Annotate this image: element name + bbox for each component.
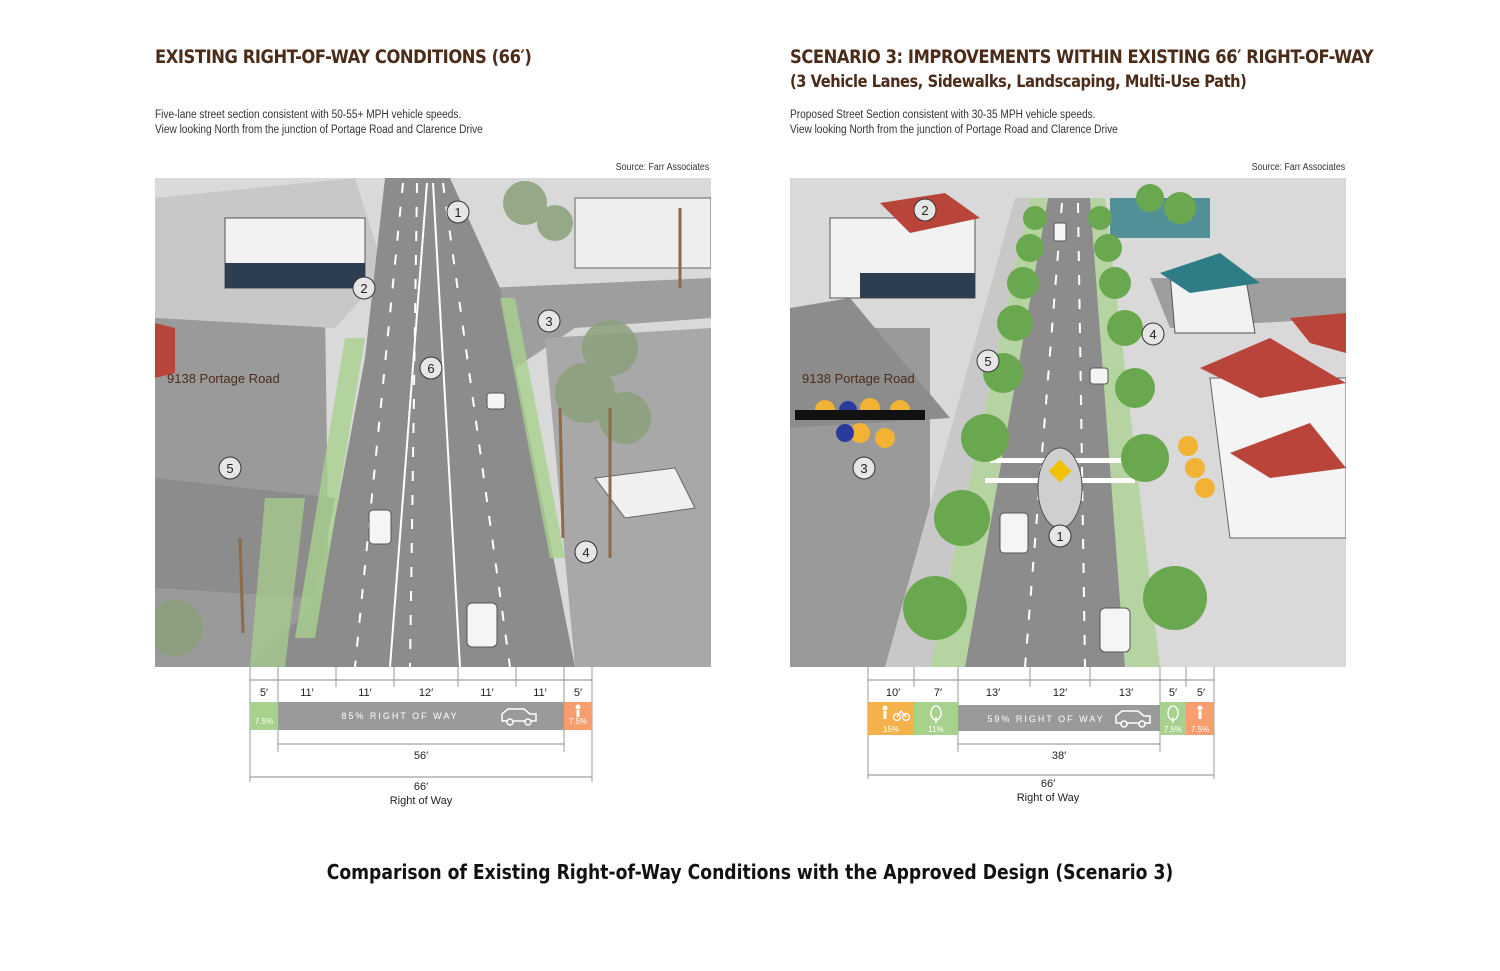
right-address-label: 9138 Portage Road xyxy=(802,371,915,386)
marker-3: 3 xyxy=(852,456,876,480)
width-label: 12′ xyxy=(1053,687,1067,699)
width-label: 5′ xyxy=(1169,687,1177,699)
width-label: 13′ xyxy=(986,687,1000,699)
svg-text:3: 3 xyxy=(860,461,867,476)
svg-text:3: 3 xyxy=(545,314,552,329)
marker-5: 5 xyxy=(976,349,1000,373)
right-title: SCENARIO 3: IMPROVEMENTS WITHIN EXISTING… xyxy=(790,46,1374,68)
right-description: Proposed Street Section consistent with … xyxy=(790,108,1118,138)
svg-text:4: 4 xyxy=(582,545,589,560)
road-share-label: 85% RIGHT OF WAY xyxy=(341,711,458,721)
marker-2: 2 xyxy=(913,198,937,222)
existing-conditions-illustration: 9138 Portage Road 1 2 3 4 5 6 xyxy=(155,178,711,667)
right-desc-line2: View looking North from the junction of … xyxy=(790,124,1118,136)
width-label: 11′ xyxy=(533,687,546,699)
marker-6: 6 xyxy=(419,356,443,380)
svg-text:4: 4 xyxy=(1149,327,1156,342)
right-landscape-pct: 7.5% xyxy=(1164,725,1182,734)
right-walk-pct: 7.5% xyxy=(1191,725,1209,734)
road-bar xyxy=(278,702,564,730)
landscape-bar xyxy=(250,702,278,730)
road-total-label: 56′ xyxy=(414,750,428,762)
width-label: 10′ xyxy=(886,687,900,699)
width-label: 13′ xyxy=(1119,687,1133,699)
road-share-label: 59% RIGHT OF WAY xyxy=(987,714,1104,724)
right-subtitle: (3 Vehicle Lanes, Sidewalks, Landscaping… xyxy=(790,72,1247,92)
width-label: 11′ xyxy=(300,687,313,699)
landscape-pct: 11% xyxy=(928,725,943,734)
right-walk-pct: 7.5% xyxy=(569,717,587,726)
path-pct: 15% xyxy=(883,725,899,734)
width-label: 12′ xyxy=(419,687,433,699)
tree-icon xyxy=(1167,705,1179,723)
pedestrian-icon xyxy=(1197,705,1203,719)
width-label: 7′ xyxy=(934,687,942,699)
scenario-3-cross-section: 10′ 7′ 13′ 12′ 13′ 5′ 5′ 15% 11% 7.5% 7.… xyxy=(867,667,1215,804)
svg-text:1: 1 xyxy=(454,205,461,220)
marker-5: 5 xyxy=(218,456,242,480)
svg-text:1: 1 xyxy=(1056,529,1063,544)
svg-text:5: 5 xyxy=(984,354,991,369)
right-desc-line1: Proposed Street Section consistent with … xyxy=(790,109,1096,121)
left-desc-line2: View looking North from the junction of … xyxy=(155,124,483,136)
width-label: 5′ xyxy=(574,687,582,699)
marker-4: 4 xyxy=(574,540,598,564)
total-width-caption: Right of Way xyxy=(390,795,453,807)
figure-caption: Comparison of Existing Right-of-Way Cond… xyxy=(326,860,1174,884)
total-width-caption: Right of Way xyxy=(1017,792,1080,804)
marker-1: 1 xyxy=(1048,524,1072,548)
marker-1: 1 xyxy=(446,200,470,224)
marker-3: 3 xyxy=(537,309,561,333)
marker-4: 4 xyxy=(1141,322,1165,346)
total-width-label: 66′ xyxy=(1041,778,1055,790)
svg-text:5: 5 xyxy=(226,461,233,476)
width-label: 5′ xyxy=(1197,687,1205,699)
svg-text:2: 2 xyxy=(921,203,928,218)
existing-cross-section: 5′ 11′ 11′ 12′ 11′ 11′ 5′ 7.5% 7.5% 85% … xyxy=(249,667,593,807)
tree-icon xyxy=(930,705,942,723)
left-title: EXISTING RIGHT-OF-WAY CONDITIONS (66′) xyxy=(155,46,532,68)
left-description: Five-lane street section consistent with… xyxy=(155,108,483,138)
width-label: 5′ xyxy=(260,687,268,699)
total-width-label: 66′ xyxy=(414,781,428,793)
pedestrian-icon xyxy=(882,705,888,719)
svg-text:2: 2 xyxy=(360,281,367,296)
car-icon xyxy=(1115,710,1151,728)
marker-2: 2 xyxy=(352,276,376,300)
left-address-label: 9138 Portage Road xyxy=(167,371,280,386)
scenario-3-illustration: 9138 Portage Road 1 2 3 4 5 xyxy=(790,178,1346,667)
right-source: Source: Farr Associates xyxy=(1251,162,1345,173)
left-source: Source: Farr Associates xyxy=(615,162,709,173)
car-icon xyxy=(501,708,537,726)
width-label: 11′ xyxy=(358,687,371,699)
road-total-label: 38′ xyxy=(1052,750,1066,762)
bicycle-icon xyxy=(892,709,911,722)
left-landscape-pct: 7.5% xyxy=(255,717,273,726)
width-label: 11′ xyxy=(480,687,493,699)
pedestrian-icon xyxy=(575,704,581,717)
multi-use-path-bar xyxy=(868,702,914,735)
left-desc-line1: Five-lane street section consistent with… xyxy=(155,109,462,121)
svg-text:6: 6 xyxy=(427,361,434,376)
